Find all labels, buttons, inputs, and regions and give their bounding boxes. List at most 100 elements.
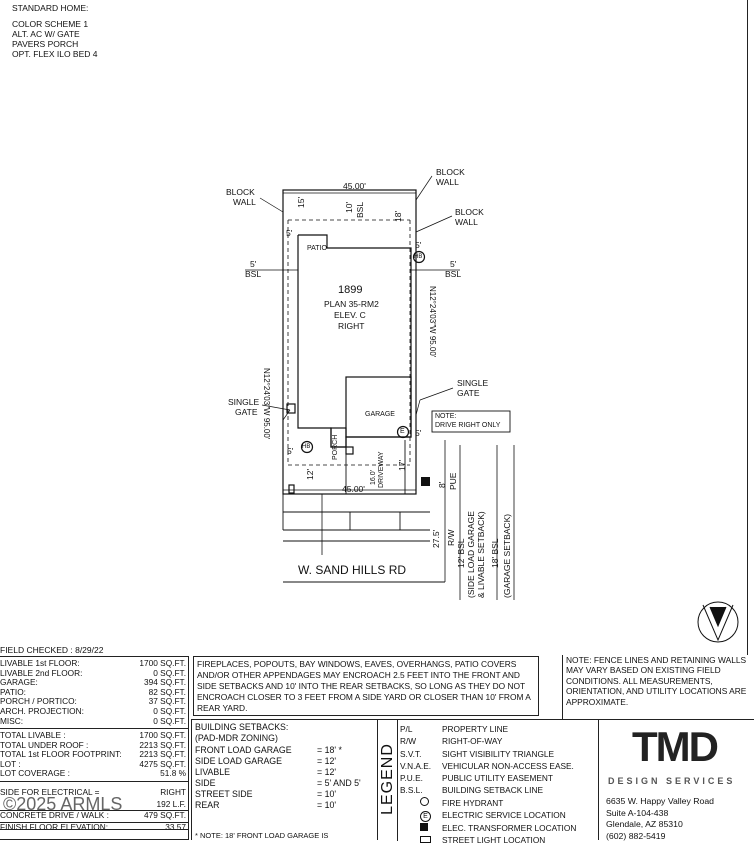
dimension-width-bottom: 45.00': [342, 484, 365, 494]
company-address: 6635 W. Happy Valley Road Suite A-104-43…: [606, 796, 715, 841]
legend-row: FIRE HYDRANT: [400, 796, 576, 809]
misc-row: CONCRETE DRIVE / WALK :479 SQ.FT.: [0, 810, 186, 821]
setback-row: STREET SIDE= 10': [195, 789, 337, 799]
note-title: NOTE:: [435, 413, 457, 420]
dimension-width-top: 45.00': [343, 181, 366, 191]
label-single-gate-left: GATE: [235, 407, 258, 417]
label-patio: PATIO: [307, 245, 327, 252]
area-row: PORCH / PORTICO:37 SQ.FT.: [0, 696, 186, 707]
rw-label: R/W: [446, 529, 456, 546]
hose-bib-icon: [300, 440, 314, 454]
area-row: PATIO:82 SQ.FT.: [0, 686, 186, 697]
bsl-18-label: 18' BSL: [490, 538, 500, 568]
misc-row: SIDE FOR ELECTRICAL =RIGHT: [0, 787, 186, 797]
bearing-right: N12°24'03"W 95.00': [428, 286, 437, 358]
misc-row: FINISH FLOOR ELEVATION:33.57: [0, 821, 186, 832]
total-row: TOTAL 1st FLOOR FOOTPRINT:2213 SQ.FT.: [0, 749, 186, 760]
company-block: TMD DESIGN SERVICES 6635 W. Happy Valley…: [600, 720, 754, 841]
dim-5-bottom-right: 5': [415, 428, 422, 438]
label-block-wall-left: WALL: [233, 197, 256, 207]
total-row: LOT :4275 SQ.FT.: [0, 758, 186, 769]
dim-10-bsl: BSL: [355, 201, 365, 218]
label-driveway: DRIVEWAY: [378, 451, 385, 488]
misc-row: 192 L.F.: [156, 798, 186, 809]
bsl-12-label: & LIVABLE SETBACK): [476, 511, 486, 598]
pue-label: PUE: [448, 472, 458, 490]
legend-row: S.V.T.SIGHT VISIBILITY TRIANGLE: [400, 748, 555, 759]
setback-row: FRONT LOAD GARAGE= 18' *: [195, 745, 342, 755]
area-row: LIVABLE 1st FLOOR:1700 SQ.FT.: [0, 658, 186, 668]
area-row: LIVABLE 2nd FLOOR:0 SQ.FT.: [0, 667, 186, 678]
label-single-gate-right: GATE: [457, 388, 480, 398]
setback-row: LIVABLE= 12': [195, 767, 337, 777]
encroach-note-box: FIREPLACES, POPOUTS, BAY WINDOWS, EAVES,…: [193, 656, 539, 716]
electric-service-icon: [396, 425, 410, 439]
area-row: GARAGE:394 SQ.FT.: [0, 677, 186, 688]
label-garage: GARAGE: [365, 411, 395, 418]
porch-outline: [330, 427, 347, 448]
legend-row: B.S.L.BUILDING SETBACK LINE: [400, 785, 543, 796]
dim-27-5: 27.5': [431, 529, 441, 548]
legend-row: ELEC. TRANSFORMER LOCATION: [400, 822, 576, 834]
plan-orientation: RIGHT: [338, 321, 365, 331]
label-single-gate-right: SINGLE: [457, 378, 489, 388]
north-arrow-icon: [697, 601, 739, 643]
watermark: ©2025 ARMLS: [3, 794, 123, 814]
field-checked: FIELD CHECKED : 8/29/22: [0, 645, 104, 655]
area-rows: LIVABLE 1st FLOOR:1700 SQ.FT. LIVABLE 2n…: [0, 658, 186, 726]
setbacks-zoning: (PAD-MDR ZONING): [195, 733, 278, 743]
dim-12: 12': [305, 468, 315, 480]
hb-label: HB: [414, 254, 423, 260]
label-block-wall-left: BLOCK: [226, 187, 255, 197]
header-line: ALT. AC W/ GATE: [12, 29, 80, 39]
bsl-12-label: 12' BSL: [456, 538, 466, 568]
total-rows: TOTAL LIVABLE :1700 SQ.FT. TOTAL UNDER R…: [0, 730, 186, 779]
legend-row: P.U.E.PUBLIC UTILITY EASEMENT: [400, 773, 553, 784]
label-bsl-right: 5': [450, 259, 457, 269]
area-row: MISC:0 SQ.FT.: [0, 715, 186, 726]
area-row: ARCH. PROJECTION:0 SQ.FT.: [0, 705, 186, 716]
bsl-12-label: (SIDE LOAD GARAGE: [466, 511, 476, 598]
dim-10-bsl: 10': [344, 201, 354, 213]
total-row: TOTAL UNDER ROOF :2213 SQ.FT.: [0, 739, 186, 750]
label-single-gate-left: SINGLE: [228, 397, 260, 407]
misc-rows: SIDE FOR ELECTRICAL =RIGHT 192 L.F. CONC…: [0, 787, 186, 832]
setbacks-footnote: * NOTE: 18' FRONT LOAD GARAGE IS: [195, 831, 329, 840]
bsl-18-label: (GARAGE SETBACK): [502, 513, 512, 598]
sheet-border: [747, 0, 748, 655]
header-line: OPT. FLEX ILO BED 4: [12, 49, 98, 59]
transformer-icon: [420, 823, 428, 832]
legend-row: V.N.A.E.VEHICULAR NON-ACCESS EASE.: [400, 760, 574, 771]
header-title: STANDARD HOME:: [12, 3, 89, 13]
lot-number: 1899: [338, 284, 363, 296]
total-row: TOTAL LIVABLE :1700 SQ.FT.: [0, 730, 186, 740]
header-line: COLOR SCHEME 1: [12, 19, 89, 29]
setback-row: SIDE= 5' AND 5': [195, 778, 361, 788]
total-row: LOT COVERAGE :51.8 %: [0, 768, 186, 779]
dim-5-top-left: 5': [286, 228, 293, 238]
electric-service-icon: E: [420, 811, 431, 823]
note-text: DRIVE RIGHT ONLY: [435, 422, 501, 429]
fire-hydrant-icon: [420, 796, 429, 806]
company-subtitle: DESIGN SERVICES: [608, 776, 736, 786]
dim-15: 15': [296, 196, 306, 208]
transformer-icon: [421, 477, 430, 486]
setbacks-title: BUILDING SETBACKS:: [195, 722, 289, 732]
dim-17: 17': [397, 459, 407, 471]
dim-18-rear: 18': [393, 210, 403, 222]
encroach-note: FIREPLACES, POPOUTS, BAY WINDOWS, EAVES,…: [197, 659, 531, 713]
header-line: PAVERS PORCH: [12, 39, 79, 49]
note-box: [431, 410, 511, 433]
fence-note: NOTE: FENCE LINES AND RETAINING WALLS MA…: [566, 655, 747, 707]
legend-title-strip: LEGEND: [378, 720, 398, 841]
legend-title: LEGEND: [379, 743, 396, 815]
label-bsl-right: BSL: [445, 269, 462, 279]
label-block-wall-right: BLOCK: [455, 207, 484, 217]
label-block-wall-right: WALL: [455, 217, 478, 227]
setbacks-box: BUILDING SETBACKS: (PAD-MDR ZONING) FRON…: [191, 719, 377, 840]
dim-5-bottom-left: 5': [287, 446, 294, 456]
